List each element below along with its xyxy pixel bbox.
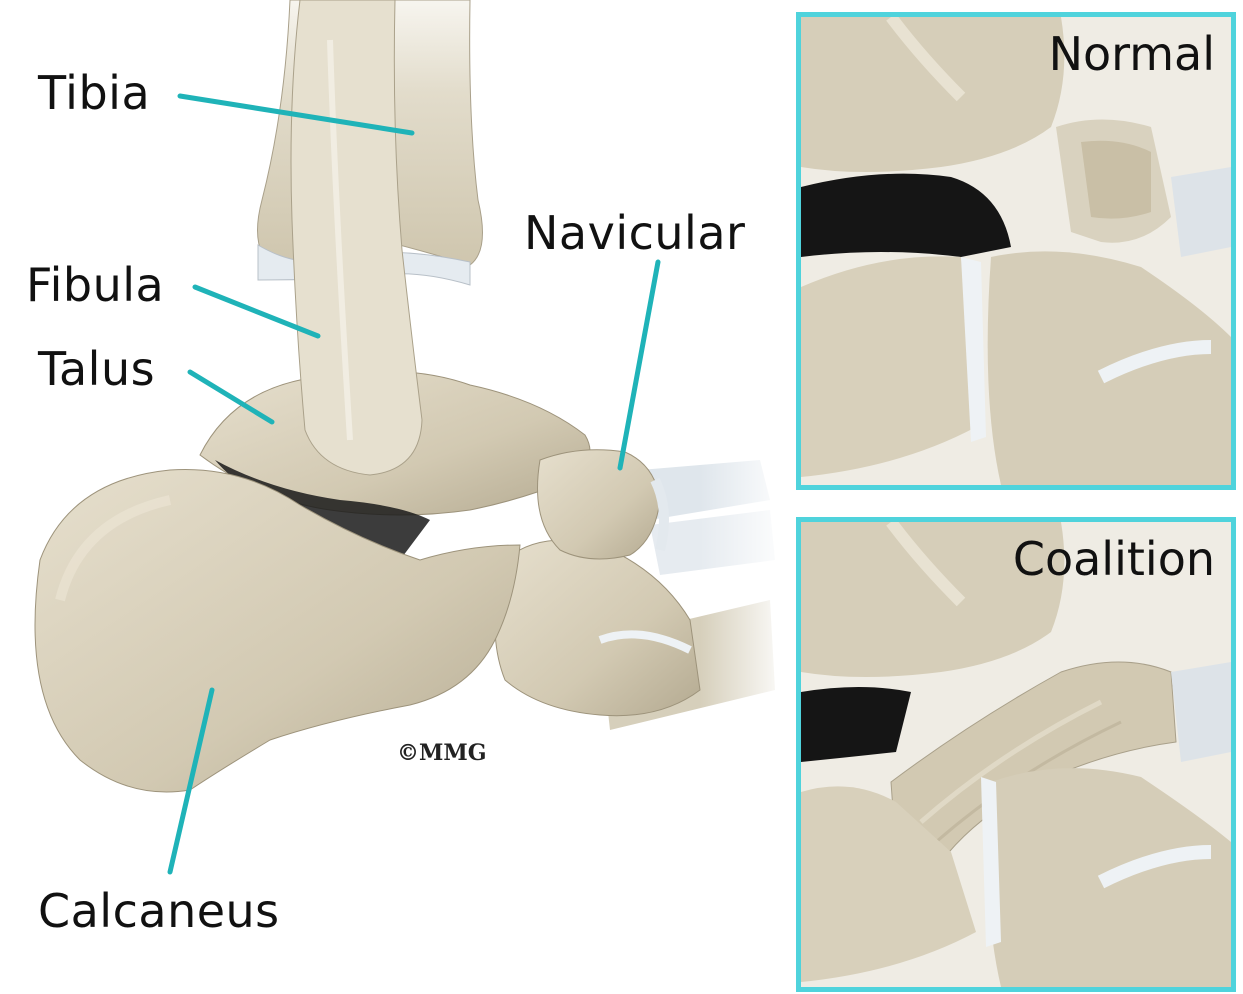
navicular-bone bbox=[538, 450, 661, 559]
label-fibula: Fibula bbox=[26, 262, 164, 308]
coalition-joint-illustration bbox=[801, 522, 1231, 987]
inset-coalition-title: Coalition bbox=[1013, 536, 1215, 582]
inset-normal: Normal bbox=[796, 12, 1236, 490]
ankle-illustration bbox=[0, 0, 790, 994]
label-tibia: Tibia bbox=[38, 70, 150, 116]
navicular-leader-line bbox=[620, 262, 658, 468]
label-talus: Talus bbox=[38, 346, 155, 392]
inset-coalition: Coalition bbox=[796, 517, 1236, 992]
copyright-mark: ©MMG bbox=[397, 742, 487, 764]
inset-normal-title: Normal bbox=[1049, 31, 1215, 77]
normal-joint-illustration bbox=[801, 17, 1231, 485]
label-calcaneus: Calcaneus bbox=[38, 888, 280, 934]
label-navicular: Navicular bbox=[524, 210, 745, 256]
